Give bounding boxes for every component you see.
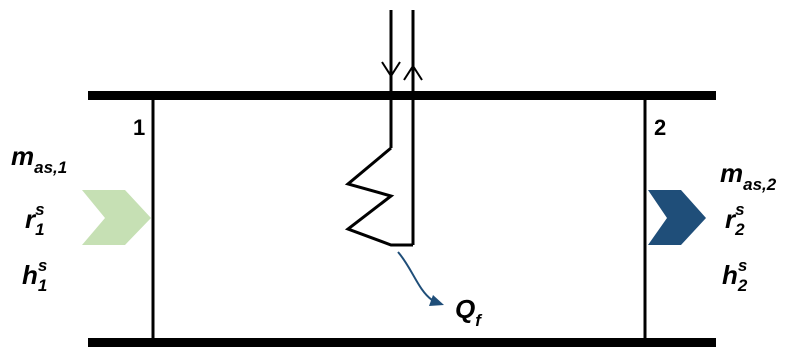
heat-arrowhead xyxy=(429,295,444,306)
heat-flow-arrow xyxy=(397,251,433,301)
cooling-coil xyxy=(344,146,413,247)
heat-label: Qf xyxy=(455,294,481,330)
duct-top-wall xyxy=(88,91,716,100)
inlet-mass-flow-label: mas,1 xyxy=(11,141,68,177)
down-flow-arrow xyxy=(381,61,401,78)
duct-bottom-wall xyxy=(88,338,716,347)
inlet-arrow xyxy=(82,190,151,245)
outlet-mass-flow-label: mas,2 xyxy=(720,158,777,194)
section-2-number: 2 xyxy=(654,115,667,140)
section-1-number: 1 xyxy=(133,115,146,140)
outlet-arrow xyxy=(648,190,706,245)
up-flow-arrow xyxy=(403,64,423,81)
